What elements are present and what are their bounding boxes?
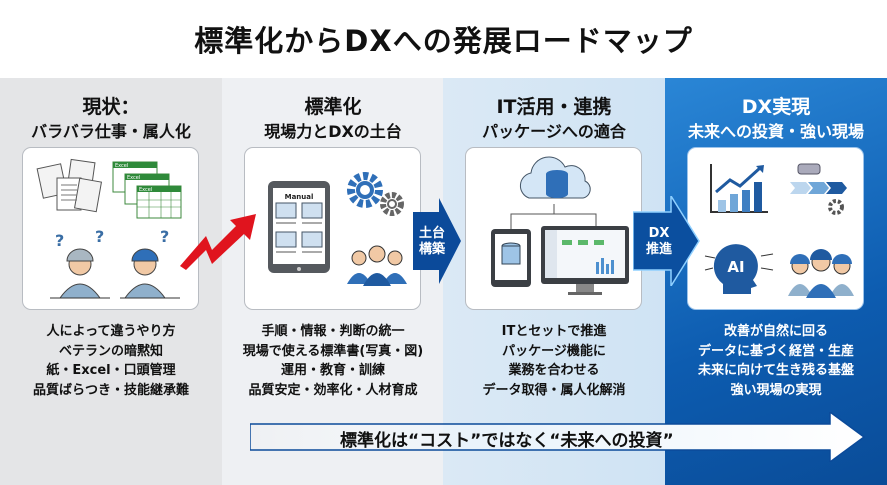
stage-dx-realization: DX実現 未来への投資・強い現場 AI 改善が自然に回る データに基づく経営・生… bbox=[665, 78, 887, 485]
dx-arrow bbox=[633, 196, 700, 286]
foundation-arrow bbox=[413, 198, 461, 284]
stage-points: 手順・情報・判断の統一 現場で使える標準書(写真・図) 運用・教育・訓練 品質安… bbox=[242, 324, 424, 398]
manual-label: Manual bbox=[285, 193, 314, 201]
page-title: 標準化からDXへの発展ロードマップ bbox=[194, 24, 693, 58]
svg-text:?: ? bbox=[95, 228, 104, 246]
red-zigzag-arrow-icon bbox=[180, 214, 256, 270]
stage-heading: 標準化 bbox=[304, 96, 362, 118]
illustration-card bbox=[465, 147, 642, 310]
dx-arrow-label: DX 推進 bbox=[645, 226, 672, 257]
stage-subheading: 現場力とDXの土台 bbox=[264, 122, 402, 141]
stage-heading: DX実現 bbox=[741, 96, 811, 118]
illustration-card: Manual bbox=[244, 147, 421, 310]
stage-subheading: パッケージへの適合 bbox=[482, 122, 626, 141]
documents-icon bbox=[36, 158, 103, 213]
illustration-card: Excel Excel Excel ??? bbox=[22, 147, 199, 310]
stage-points: ITとセットで推進 パッケージ機能に 業務を合わせる データ取得・属人化解消 bbox=[482, 324, 626, 398]
cloud-database-icon bbox=[519, 156, 591, 199]
gears-icon bbox=[347, 172, 404, 216]
stage-heading: 現状： bbox=[82, 96, 140, 118]
stage-subheading: 未来への投資・強い現場 bbox=[687, 122, 864, 141]
ai-head-icon: AI bbox=[704, 244, 774, 294]
bottom-banner-arrow bbox=[250, 412, 865, 462]
devices-icon bbox=[491, 204, 629, 295]
manual-tablet-icon: Manual bbox=[268, 181, 330, 273]
excel-label: Excel bbox=[127, 175, 140, 181]
excel-label: Excel bbox=[115, 163, 128, 169]
stage-subheading: バラバラ仕事・属人化 bbox=[31, 122, 191, 141]
stage-it-integration: IT活用・連携 パッケージへの適合 ITとセットで推進 パッケージ機能に 業務を… bbox=[443, 78, 665, 485]
confused-workers-icon: ??? bbox=[50, 228, 180, 299]
ai-label: AI bbox=[727, 258, 744, 276]
stage-current: 現状： バラバラ仕事・属人化 Excel Excel Excel ??? bbox=[0, 78, 222, 485]
spreadsheets-icon: Excel Excel Excel bbox=[112, 161, 182, 219]
foundation-arrow-label: 土台 構築 bbox=[418, 226, 445, 257]
process-automation-icon bbox=[790, 163, 847, 215]
svg-text:?: ? bbox=[160, 228, 169, 246]
growth-chart-icon bbox=[710, 164, 768, 213]
svg-text:?: ? bbox=[55, 231, 64, 250]
bottom-message: 標準化は“コスト”ではなく“未来への投資” bbox=[340, 431, 674, 451]
team-icon bbox=[347, 245, 407, 286]
excel-label: Excel bbox=[139, 187, 152, 193]
workers-team-icon bbox=[788, 249, 854, 298]
illustration-card: AI bbox=[687, 147, 864, 310]
stage-heading: IT活用・連携 bbox=[496, 96, 612, 118]
stage-points: 改善が自然に回る データに基づく経営・生産 未来に向けて生き残る基盤 強い現場の… bbox=[697, 324, 854, 398]
stage-standardization: 標準化 現場力とDXの土台 Manual 手順・情報・判断の統一 現場で使える標… bbox=[222, 78, 444, 485]
stage-points: 人によって違うやり方 ベテランの暗黙知 紙・Excel・口頭管理 品質ばらつき・… bbox=[32, 324, 189, 398]
